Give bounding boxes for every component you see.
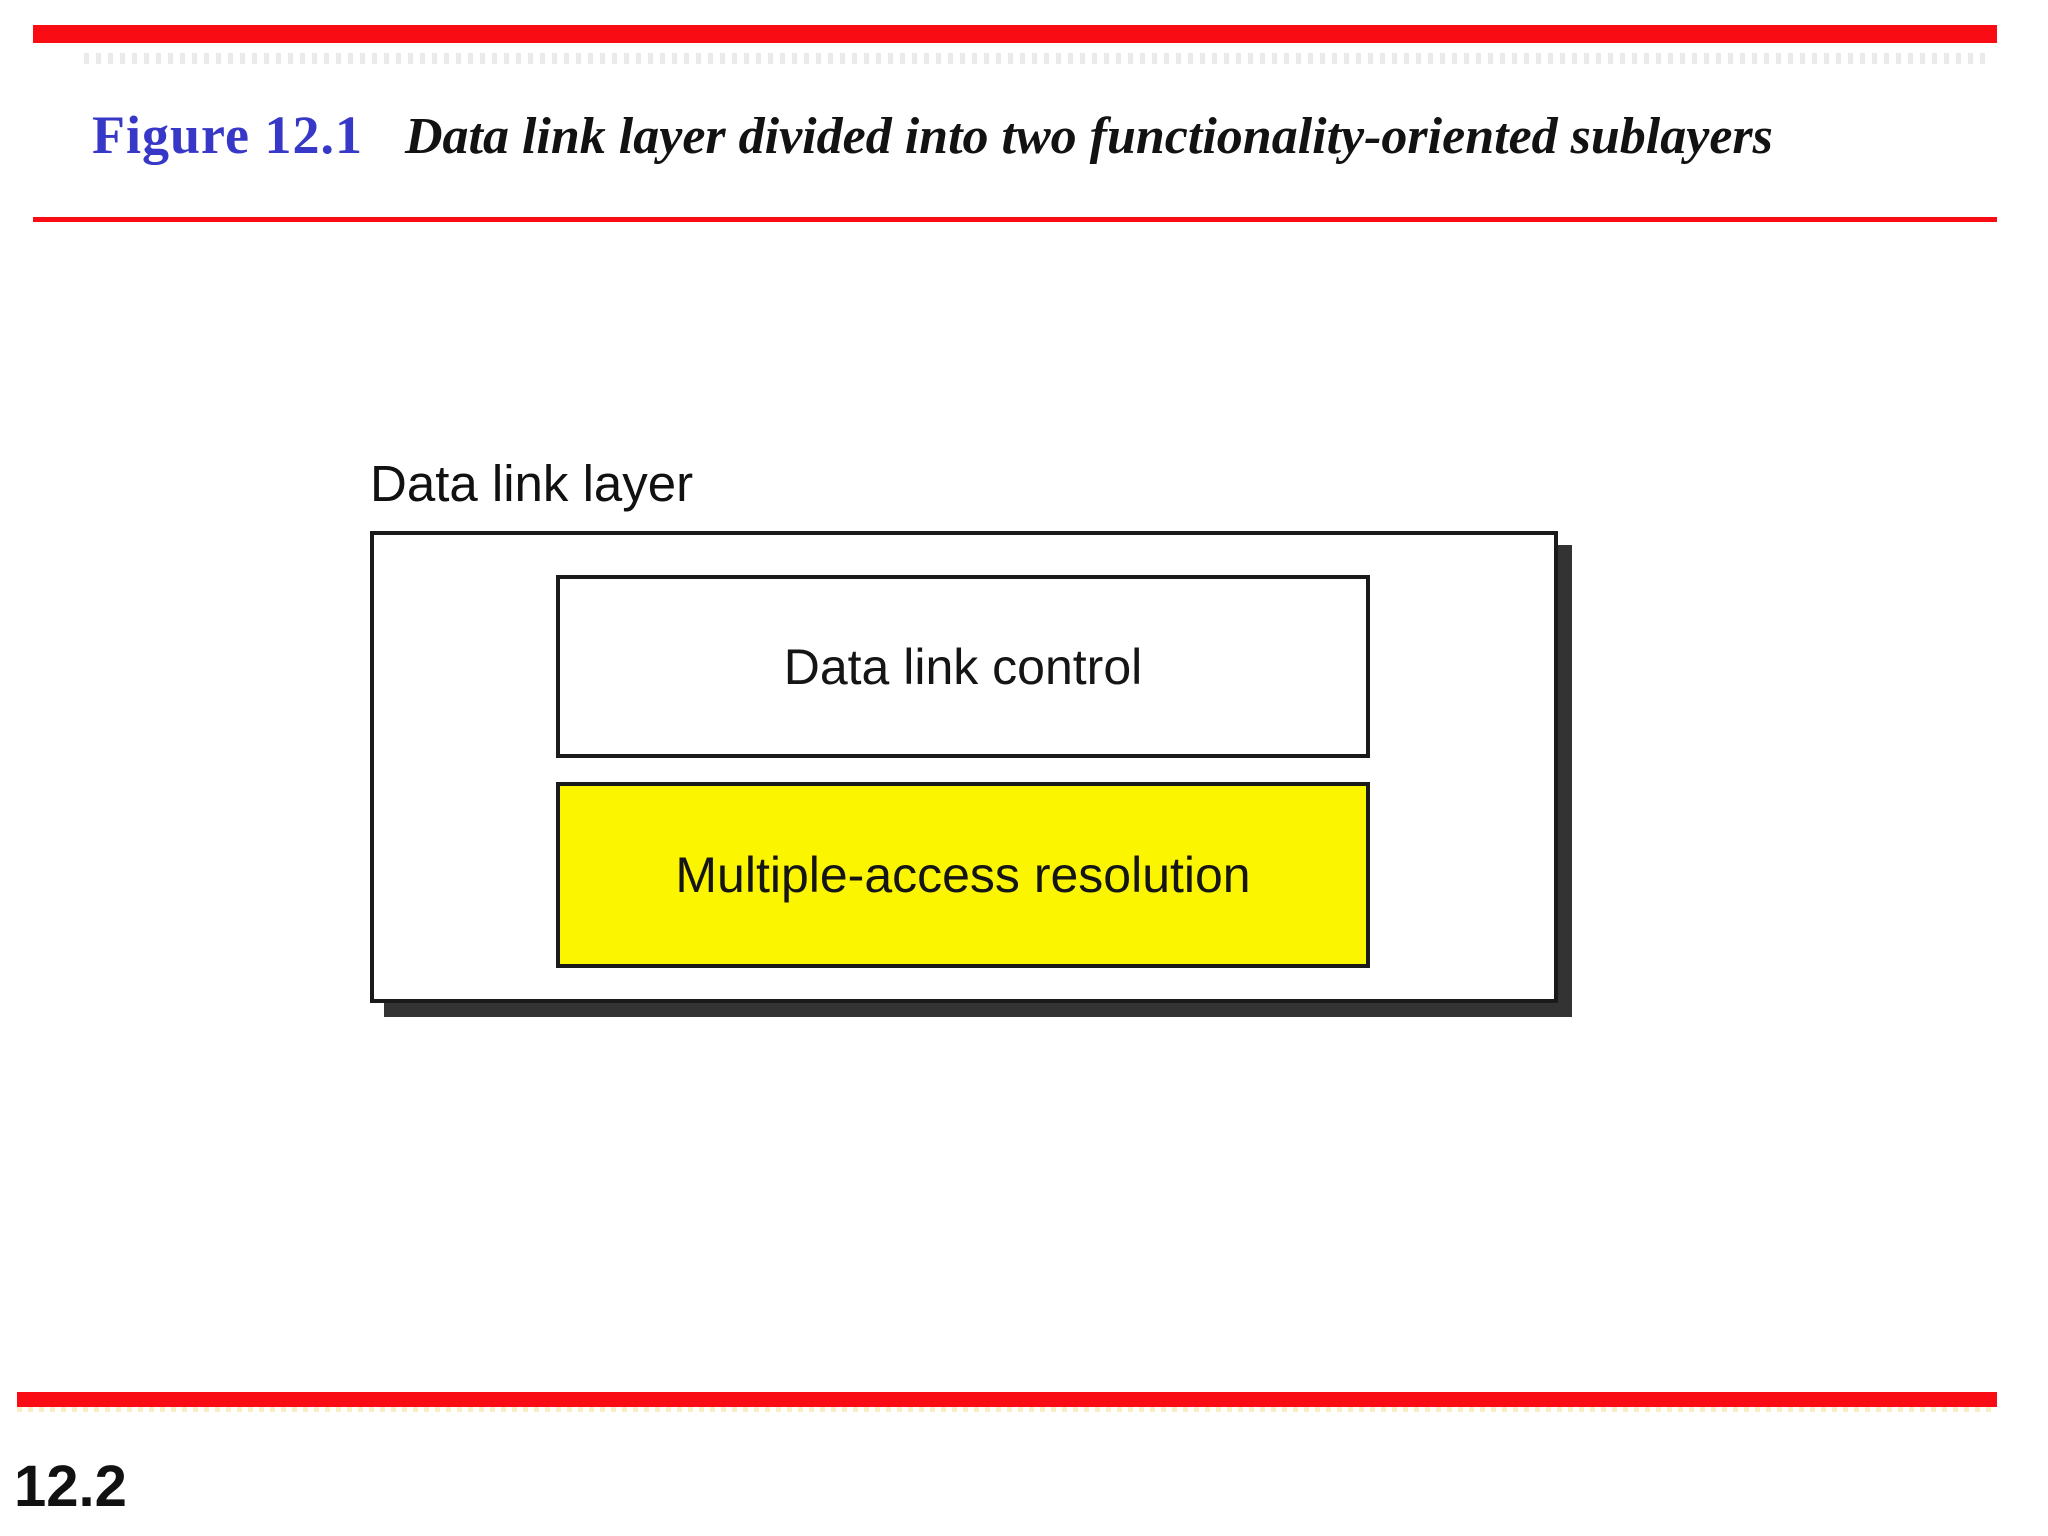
bottom-texture-strip (17, 1407, 1997, 1412)
header-divider-line (33, 217, 1997, 222)
top-texture-strip (84, 53, 1990, 64)
sublayer-data-link-control: Data link control (556, 575, 1370, 758)
bottom-accent-bar (17, 1392, 1997, 1407)
sublayer-multiple-access-resolution-label: Multiple-access resolution (675, 847, 1251, 903)
data-link-layer-label: Data link layer (370, 455, 694, 512)
figure-header: Figure 12.1 Data link layer divided into… (92, 104, 1992, 166)
sublayer-multiple-access-resolution: Multiple-access resolution (556, 782, 1370, 968)
figure-caption: Data link layer divided into two functio… (404, 108, 1773, 165)
page-number: 12.2 (14, 1454, 127, 1519)
top-accent-bar (33, 25, 1997, 43)
figure-number: Figure 12.1 (92, 105, 363, 165)
sublayer-data-link-control-label: Data link control (783, 638, 1143, 695)
